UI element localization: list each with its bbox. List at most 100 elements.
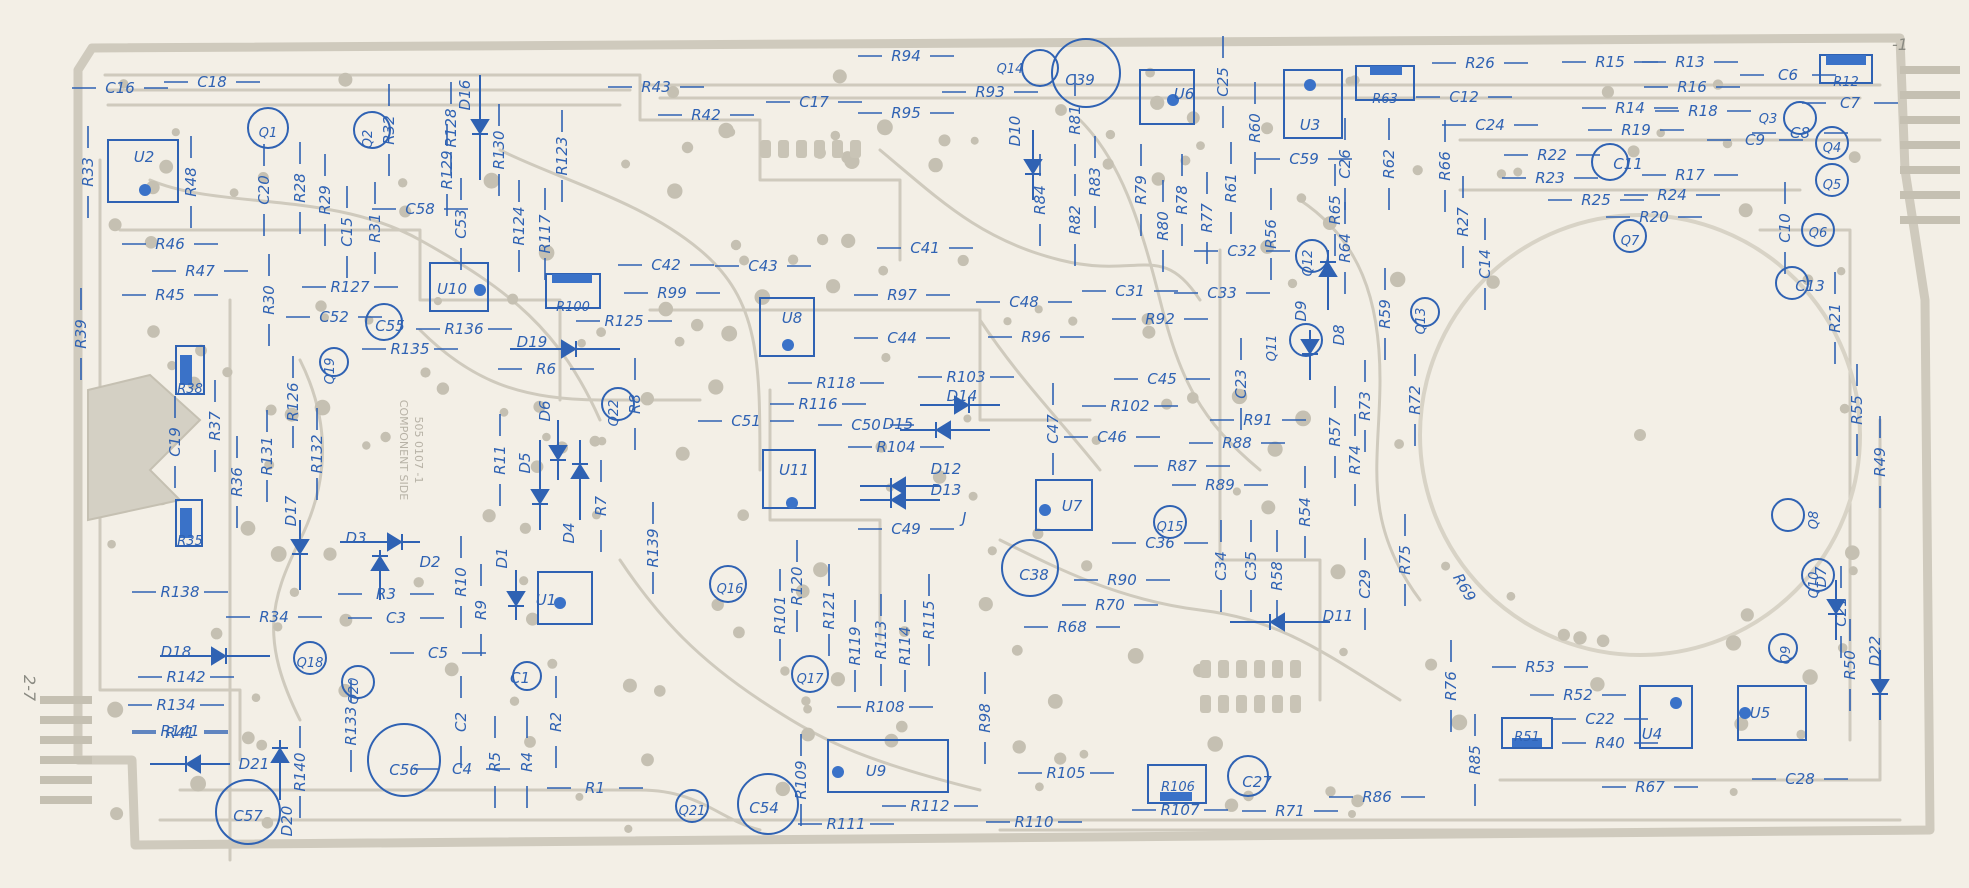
- component-label-c5: C5: [428, 644, 448, 662]
- component-label-c25: C25: [1214, 67, 1232, 97]
- component-label-c35: C35: [1242, 551, 1260, 581]
- component-label-r56: R56: [1262, 219, 1280, 249]
- component-label-d10: D10: [1006, 116, 1024, 147]
- component-label-c23: C23: [1232, 369, 1250, 399]
- component-label-r123: R123: [553, 136, 571, 175]
- component-label-u3: U3: [1300, 116, 1321, 134]
- component-label-r92: R92: [1145, 310, 1175, 328]
- component-label-r21: R21: [1826, 303, 1844, 333]
- component-label-c36: C36: [1145, 534, 1175, 552]
- component-label-u4: U4: [1642, 725, 1663, 743]
- component-label-u7: U7: [1062, 497, 1083, 515]
- component-label-q8: Q8: [1807, 511, 1822, 530]
- component-label-r38: R38: [177, 382, 203, 397]
- sheet-number-left: 2-7: [20, 675, 39, 702]
- component-label-r4: R4: [518, 752, 536, 772]
- component-label-r94: R94: [891, 47, 921, 65]
- component-label-r120: R120: [788, 566, 806, 605]
- component-label-d3: D3: [345, 529, 366, 547]
- component-label-c19: C19: [166, 427, 184, 457]
- component-label-r30: R30: [260, 285, 278, 315]
- component-label-r89: R89: [1205, 476, 1235, 494]
- component-label-d13: D13: [931, 481, 962, 499]
- board-emblem: [87, 373, 202, 522]
- component-label-d19: D19: [517, 333, 548, 351]
- component-label-c45: C45: [1147, 370, 1177, 388]
- component-label-c31: C31: [1115, 282, 1145, 300]
- component-label-q10: Q10: [1807, 572, 1822, 599]
- component-label-r70: R70: [1095, 596, 1125, 614]
- component-label-d14: D14: [947, 387, 978, 405]
- component-label-r18: R18: [1688, 102, 1718, 120]
- component-label-r13: R13: [1675, 53, 1705, 71]
- component-label-r112: R112: [910, 797, 949, 815]
- component-label-r33: R33: [79, 157, 97, 187]
- component-label-r106: R106: [1161, 780, 1195, 795]
- component-label-r69: R69: [1449, 570, 1479, 605]
- component-labels: R1R2R3R4R5R6R7R8R9R10R11R13R14R15R16R17R…: [72, 47, 1889, 836]
- component-label-d12: D12: [931, 460, 962, 478]
- component-label-r121: R121: [820, 590, 838, 629]
- component-label-r3: R3: [376, 585, 396, 603]
- component-label-q5: Q5: [1823, 178, 1842, 193]
- component-label-r86: R86: [1362, 788, 1392, 806]
- component-label-r99: R99: [657, 284, 687, 302]
- component-label-r57: R57: [1326, 417, 1344, 447]
- component-label-r54: R54: [1296, 497, 1314, 527]
- component-label-r41: R41: [165, 724, 195, 742]
- component-label-c29: C29: [1356, 569, 1374, 599]
- component-label-c17: C17: [799, 93, 829, 111]
- component-label-r103: R103: [946, 368, 985, 386]
- component-label-r133: R133: [342, 706, 360, 745]
- component-label-c59: C59: [1289, 150, 1319, 168]
- component-label-r119: R119: [846, 626, 864, 665]
- dip-footprints: [760, 140, 1301, 713]
- component-label-r10: R10: [452, 567, 470, 597]
- component-label-d11: D11: [1323, 607, 1354, 625]
- component-label-r113: R113: [872, 620, 890, 659]
- component-label-r95: R95: [891, 104, 921, 122]
- component-label-q14: Q14: [997, 62, 1024, 77]
- component-label-q2: Q2: [361, 130, 376, 149]
- component-label-d22: D22: [1866, 636, 1884, 667]
- component-label-q13: Q13: [1414, 308, 1429, 335]
- component-label-r100: R100: [556, 300, 590, 315]
- component-label-u1: U1: [536, 591, 557, 609]
- component-label-r127: R127: [330, 278, 370, 296]
- component-label-c26: C26: [1336, 149, 1354, 179]
- component-label-c4: C4: [452, 760, 472, 778]
- component-label-c33: C33: [1207, 284, 1237, 302]
- component-label-r20: R20: [1639, 208, 1669, 226]
- component-label-r108: R108: [865, 698, 904, 716]
- component-label-r51: R51: [1514, 730, 1540, 745]
- sheet-number-top: -1: [1892, 35, 1908, 54]
- component-label-r107: R107: [1160, 801, 1200, 819]
- component-label-r84: R84: [1031, 185, 1049, 215]
- component-label-r74: R74: [1346, 445, 1364, 475]
- component-label-u6: U6: [1174, 85, 1195, 103]
- component-label-q3: Q3: [1759, 112, 1778, 127]
- component-label-c41: C41: [910, 239, 940, 257]
- component-label-r43: R43: [641, 78, 671, 96]
- component-label-r60: R60: [1246, 113, 1264, 143]
- component-label-r39: R39: [72, 319, 90, 349]
- component-label-c24: C24: [1475, 116, 1505, 134]
- component-label-r98: R98: [976, 703, 994, 733]
- component-label-q21: Q21: [679, 804, 706, 819]
- component-label-r116: R116: [798, 395, 837, 413]
- component-label-r49: R49: [1871, 447, 1889, 477]
- component-label-r80: R80: [1154, 211, 1172, 241]
- component-label-c13: C13: [1795, 277, 1825, 295]
- component-label-q22: Q22: [607, 400, 622, 427]
- component-label-r24: R24: [1657, 186, 1687, 204]
- component-label-c44: C44: [887, 329, 917, 347]
- component-label-q4: Q4: [1823, 141, 1842, 156]
- component-label-r31: R31: [366, 213, 384, 243]
- component-label-c3: C3: [386, 609, 406, 627]
- component-label-r48: R48: [182, 167, 200, 197]
- copper-traces: [98, 73, 1902, 862]
- component-label-r114: R114: [896, 626, 914, 665]
- component-label-r15: R15: [1595, 53, 1625, 71]
- component-label-r78: R78: [1173, 185, 1191, 215]
- component-label-r101: R101: [771, 595, 789, 634]
